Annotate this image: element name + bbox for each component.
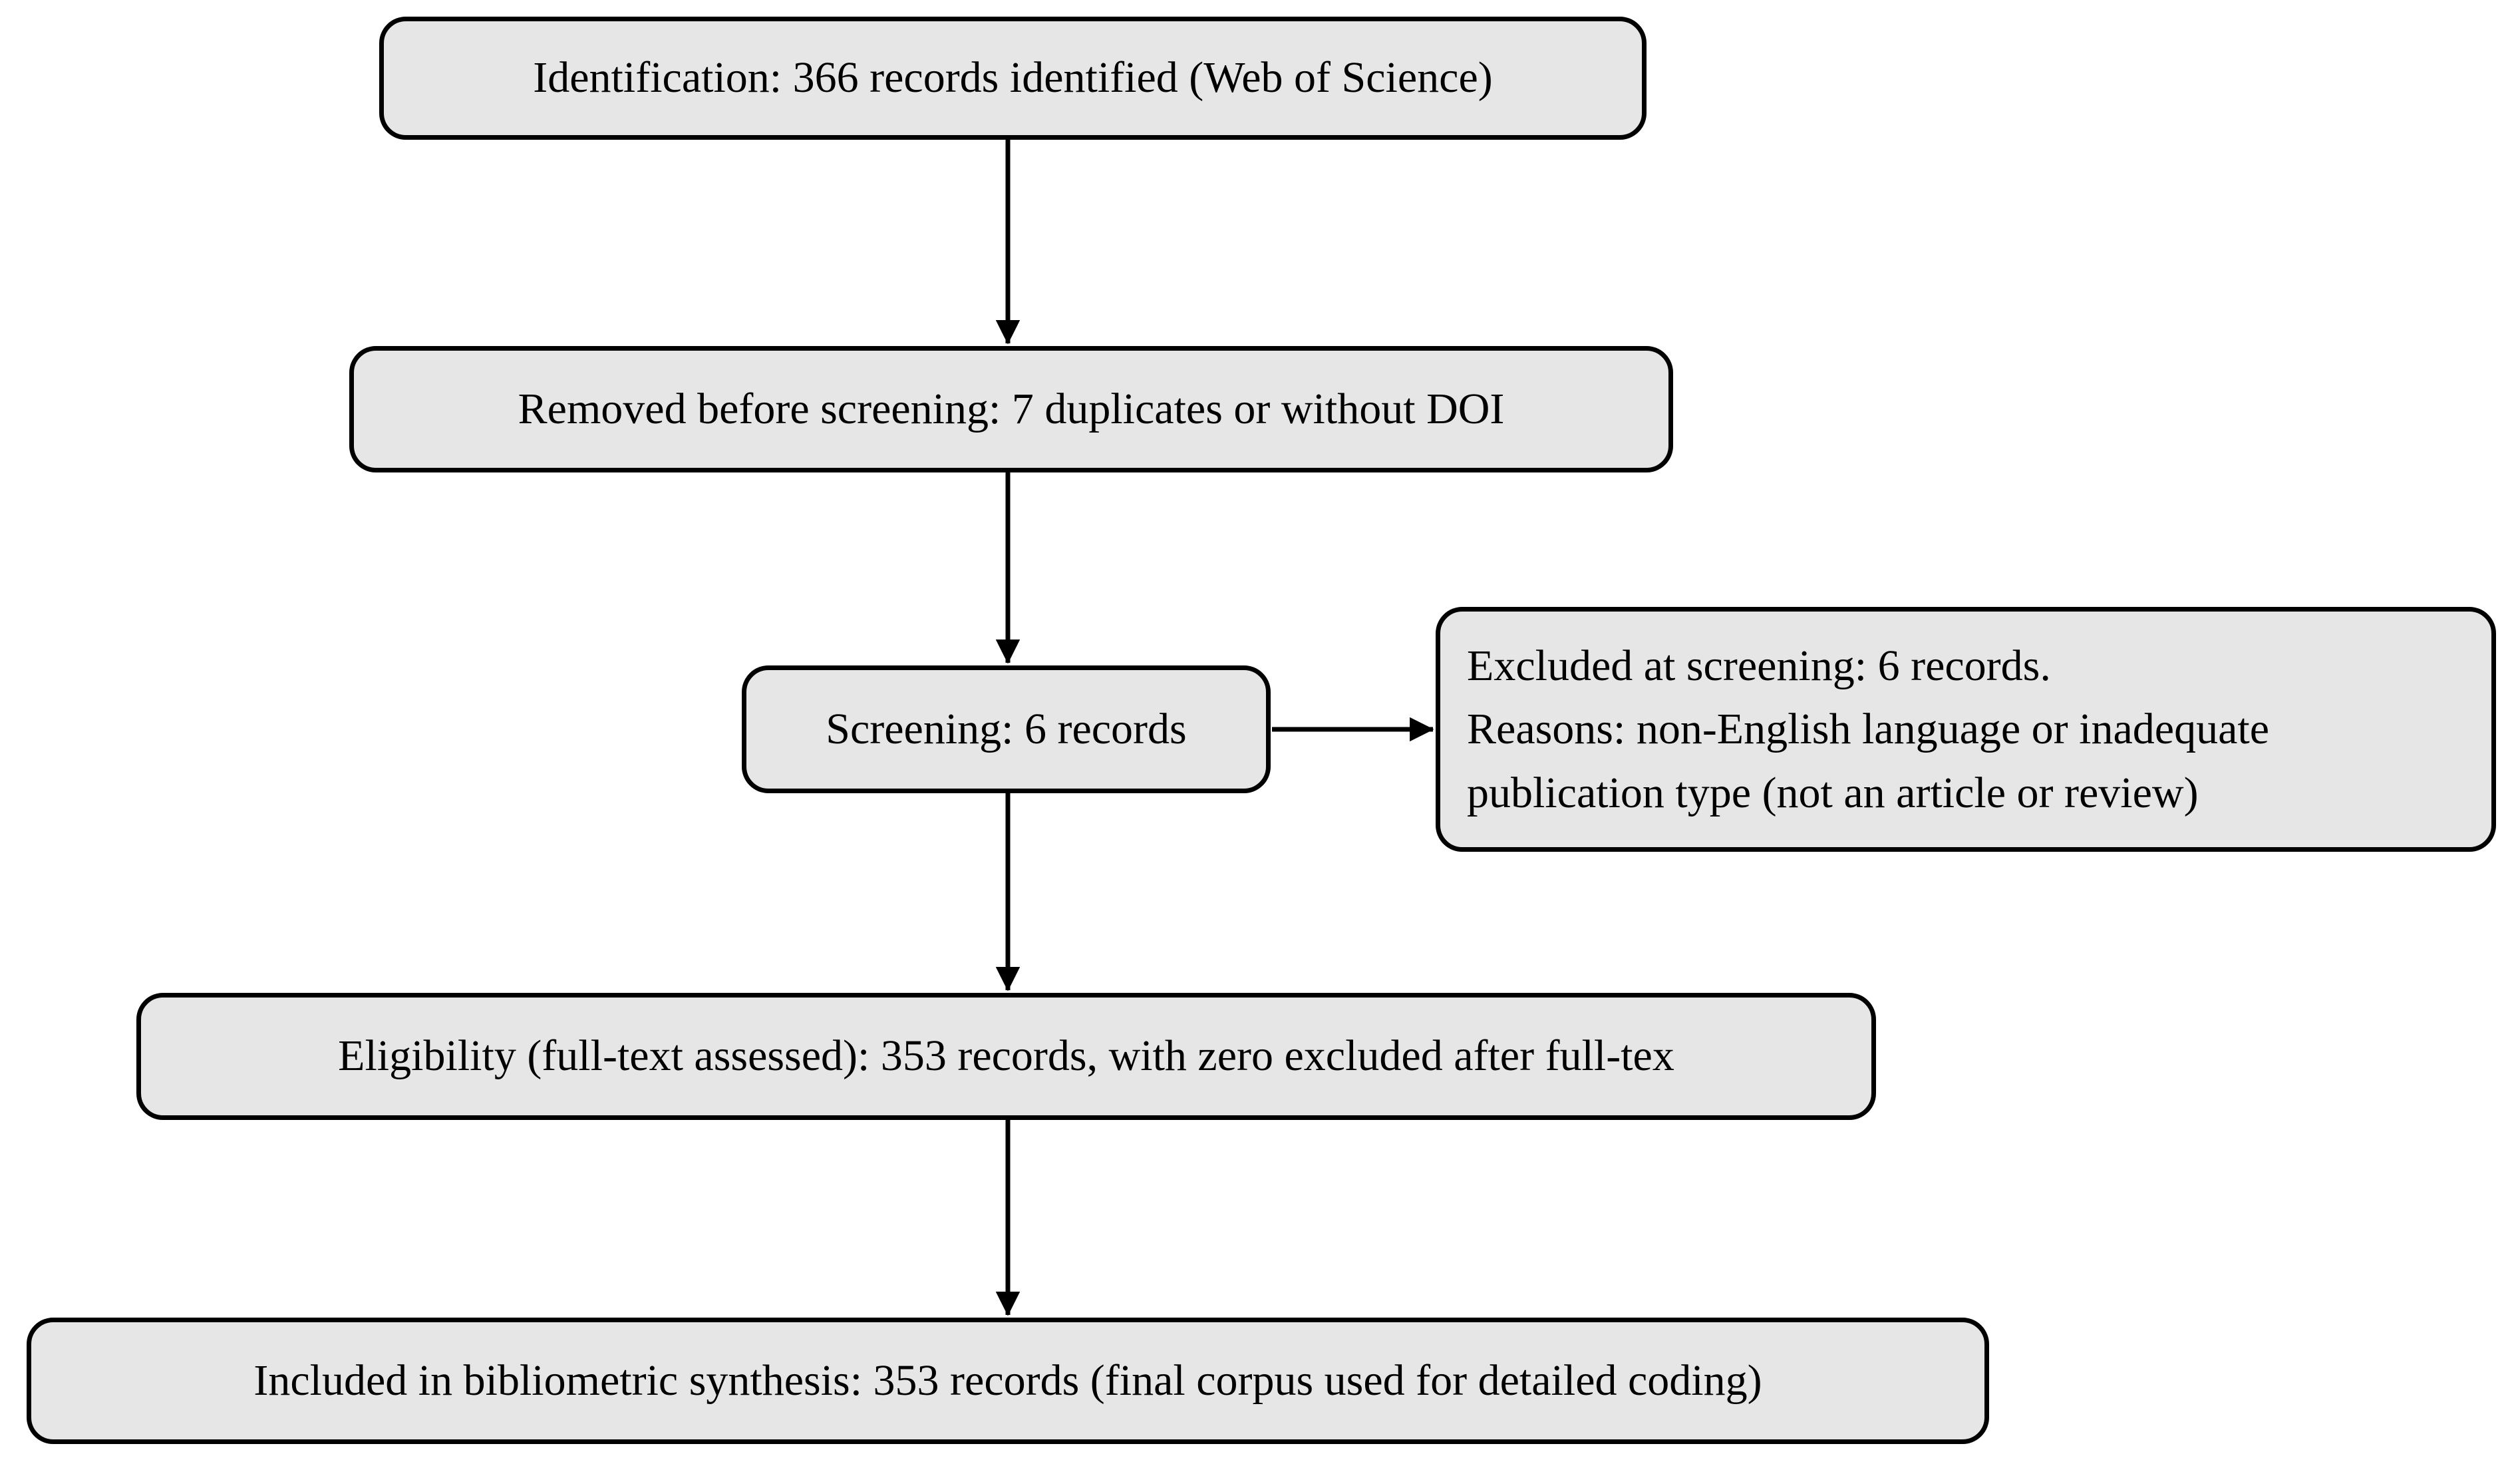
flow-box-removed-before-screening: Removed before screening: 7 duplicates o… xyxy=(349,346,1673,472)
flow-box-screening: Screening: 6 records xyxy=(742,665,1271,793)
flow-box-excluded-at-screening-label: Excluded at screening: 6 records. Reason… xyxy=(1440,634,2296,824)
flow-box-identification: Identification: 366 records identified (… xyxy=(379,17,1647,140)
flow-box-eligibility-label: Eligibility (full-text assessed): 353 re… xyxy=(338,1031,1674,1081)
flow-box-identification-label: Identification: 366 records identified (… xyxy=(533,53,1493,102)
flow-box-included-label: Included in bibliometric synthesis: 353 … xyxy=(253,1356,1762,1405)
excluded-line-2: Reasons: non-English language or inadequ… xyxy=(1467,705,2270,754)
flow-box-included: Included in bibliometric synthesis: 353 … xyxy=(27,1318,1989,1444)
flow-box-removed-before-screening-label: Removed before screening: 7 duplicates o… xyxy=(518,384,1505,433)
flow-box-eligibility: Eligibility (full-text assessed): 353 re… xyxy=(136,993,1876,1120)
excluded-line-3: publication type (not an article or revi… xyxy=(1467,768,2199,817)
excluded-line-1: Excluded at screening: 6 records. xyxy=(1467,641,2051,691)
flow-box-screening-label: Screening: 6 records xyxy=(826,704,1187,753)
flow-box-excluded-at-screening: Excluded at screening: 6 records. Reason… xyxy=(1436,607,2496,852)
